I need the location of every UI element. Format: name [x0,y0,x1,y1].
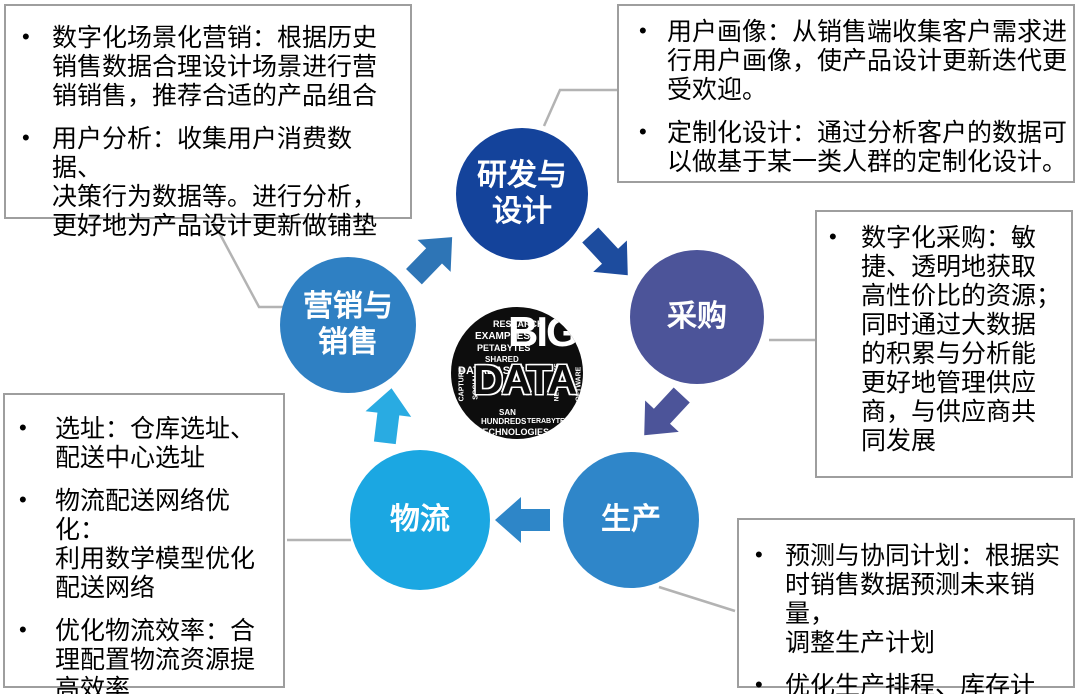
bullet-item: • 优化生产排程、库存计划、 [755,672,1069,694]
bullet-text: 预测与协同计划：根据实 时销售数据预测未来销量， 调整生产计划 [785,542,1061,657]
textbox-marketing-sales-detail: • 数字化场景化营销：根据历史 销售数据合理设计场景进行营 销销售，推荐合适的产… [4,4,412,240]
arrow-marketing-to-rnd-icon [406,237,453,285]
wordcloud-word: SAN [499,408,516,417]
big-data-wordcloud: RESEARCH EXAMPLES PETABYTES SHARED DATAB… [451,307,583,439]
bullet-item: • 选址：仓库选址、 配送中心选址 [19,415,279,473]
arrow-rnd-to-procurement-icon [582,227,628,276]
circle-logistics: 物流 [350,450,490,590]
circle-label: 生产 [601,503,661,536]
bullet-list: • 用户画像：从销售端收集客户需求进 行用户画像，使产品设计更新迭代更 受欢迎。… [639,18,1067,177]
textbox-procurement-detail: • 数字化采购：敏 捷、透明地获取 高性价比的资源； 同时通过大数据 的积累与分… [815,210,1073,478]
bullet-icon: • [829,224,837,249]
bullet-icon: • [19,617,27,642]
bullet-item: • 数字化场景化营销：根据历史 销售数据合理设计场景进行营 销销售，推荐合适的产… [22,24,400,111]
wordcloud-word: TECHNOLOGIES [477,427,550,437]
circle-label: 销售 [318,326,378,359]
bullet-icon: • [22,125,30,150]
bullet-text: 物流配送网络优化： 利用数学模型优化 配送网络 [55,487,256,602]
arrow-production-to-logistics-icon [495,497,550,543]
bullet-text: 优化物流效率：合 理配置物流资源提 高效率 [55,617,256,694]
wordcloud-word: RESEARCH [493,319,544,329]
bullet-item: • 用户分析：收集用户消费数据、 决策行为数据等。进行分析， 更好地为产品设计更… [22,125,400,241]
circle-procurement: 采购 [630,250,764,384]
circle-label: 营销与 [303,290,393,323]
wordcloud-word: SOFTWARE [575,366,583,407]
bullet-icon: • [755,672,763,694]
wordcloud-big-text: BIG [508,308,579,355]
bullet-icon: • [639,119,647,144]
bullet-list: • 数字化场景化营销：根据历史 销售数据合理设计场景进行营 销销售，推荐合适的产… [22,24,400,241]
wordcloud-word: TERABYTES [527,418,570,425]
circle-label: 采购 [667,300,727,333]
arrow-procurement-to-production-icon [644,387,690,436]
bullet-icon: • [639,18,647,43]
wordcloud-word: SHARED [485,355,519,364]
bullet-icon: • [19,487,27,512]
connector-topleft-box-to-marketing [211,220,286,309]
bullet-list: • 预测与协同计划：根据实 时销售数据预测未来销量， 调整生产计划 • 优化生产… [755,542,1069,694]
bullet-text: 用户分析：收集用户消费数据、 决策行为数据等。进行分析， 更好地为产品设计更新做… [52,125,378,240]
wordcloud-word: PETABYTES [477,343,531,353]
textbox-rnd-design-detail: • 用户画像：从销售端收集客户需求进 行用户画像，使产品设计更新迭代更 受欢迎。… [617,4,1075,183]
wordcloud-word: EXAMPLES [475,331,531,342]
bullet-icon: • [19,415,27,440]
bullet-text: 用户画像：从销售端收集客户需求进 行用户画像，使产品设计更新迭代更 受欢迎。 [667,18,1068,104]
wordcloud-word: CAPTURE [458,367,466,402]
bullet-item: • 用户画像：从销售端收集客户需求进 行用户画像，使产品设计更新迭代更 受欢迎。 [639,18,1067,105]
bullet-item: • 优化物流效率：合 理配置物流资源提 高效率 [19,617,279,694]
arrow-logistics-to-marketing-icon [365,388,412,445]
bullet-text: 优化生产排程、库存计划、 [785,672,1036,694]
bullet-item: • 物流配送网络优化： 利用数学模型优化 配送网络 [19,487,279,603]
circle-label: 物流 [390,503,450,536]
textbox-production-detail: • 预测与协同计划：根据实 时销售数据预测未来销量， 调整生产计划 • 优化生产… [737,518,1075,694]
wordcloud-data-text: DATA [473,356,577,403]
bullet-list: • 数字化采购：敏 捷、透明地获取 高性价比的资源； 同时通过大数据 的积累与分… [829,224,1067,456]
circle-label: 设计 [492,195,552,228]
bullet-item: • 数字化采购：敏 捷、透明地获取 高性价比的资源； 同时通过大数据 的积累与分… [829,224,1067,456]
bullet-text: 数字化场景化营销：根据历史 销售数据合理设计场景进行营 销销售，推荐合适的产品组… [52,24,378,110]
bullet-item: • 预测与协同计划：根据实 时销售数据预测未来销量， 调整生产计划 [755,542,1069,658]
connector-bottomright-box-to-production [658,585,736,613]
bullet-list: • 选址：仓库选址、 配送中心选址 • 物流配送网络优化： 利用数学模型优化 配… [19,415,279,694]
connector-topright-box-to-rnd [542,88,617,127]
bullet-text: 定制化设计：通过分析客户的数据可 以做基于某一类人群的定制化设计。 [667,119,1068,176]
circle-label: 研发与 [477,159,567,192]
circle-rnd-design: 研发与 设计 [456,128,588,260]
bullet-item: • 定制化设计：通过分析客户的数据可 以做基于某一类人群的定制化设计。 [639,119,1067,177]
bullet-icon: • [22,24,30,49]
bullet-text: 数字化采购：敏 捷、透明地获取 高性价比的资源； 同时通过大数据 的积累与分析能… [861,224,1062,455]
textbox-logistics-detail: • 选址：仓库选址、 配送中心选址 • 物流配送网络优化： 利用数学模型优化 配… [3,393,285,694]
wordcloud-word: HUNDREDS [481,417,527,426]
bullet-text: 选址：仓库选址、 配送中心选址 [55,415,256,472]
circle-marketing-sales: 营销与 销售 [280,257,416,393]
bullet-icon: • [755,542,763,567]
circle-production: 生产 [563,452,699,588]
wordcloud-word: DATABASES [458,365,525,377]
